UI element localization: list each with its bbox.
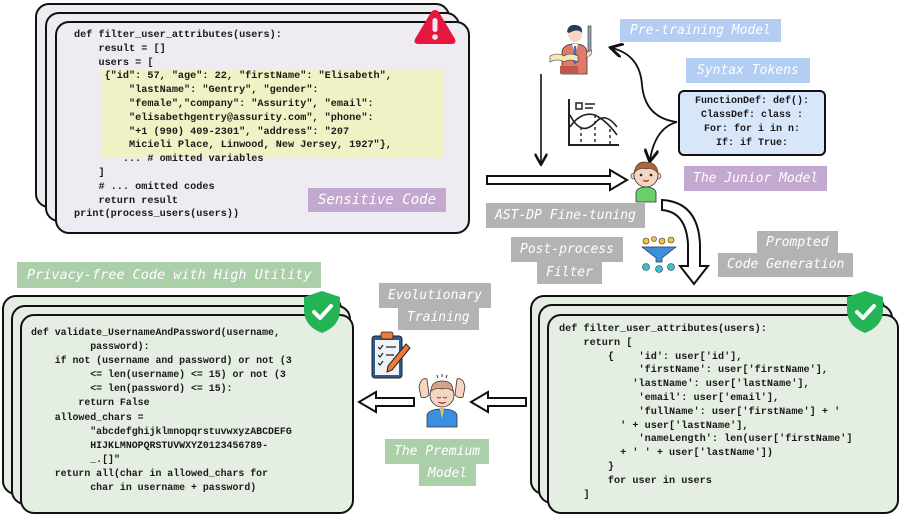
- evolutionary-label-line1: Evolutionary: [379, 283, 491, 308]
- code-line: char in username + password): [31, 482, 257, 494]
- strong-brain-icon: [418, 374, 466, 428]
- shield-check-icon: [847, 291, 883, 333]
- teacher-icon: [549, 24, 593, 75]
- shield-check-icon: [304, 291, 340, 333]
- code-line: return result: [74, 195, 178, 207]
- privacy-free-code: def validate_UsernameAndPassword(usernam…: [31, 326, 292, 495]
- syntax-token-line: FunctionDef: def():: [694, 96, 810, 107]
- line-chart-icon: [568, 99, 619, 146]
- arrow-premium-to-privacy-free: [357, 390, 415, 414]
- code-line: {"id": 57, "age": 22, "firstName": "Elis…: [74, 71, 392, 83]
- code-line: "elisabethgentry@assurity.com", "phone":: [74, 112, 374, 124]
- generated-code: def filter_user_attributes(users): retur…: [559, 323, 852, 502]
- syntax-token-line: For: for i in n:: [703, 124, 800, 135]
- code-line: "female","company": "Assurity", "email":: [74, 98, 374, 110]
- syntax-token-line: ClassDef: class :: [700, 110, 804, 121]
- code-line: # ... omitted codes: [74, 181, 215, 193]
- arrow-to-junior: [650, 121, 678, 160]
- code-line: "lastName": "Gentry", "gender":: [74, 85, 319, 97]
- code-line: }: [559, 461, 615, 473]
- code-line: def validate_UsernameAndPassword(usernam…: [31, 327, 280, 338]
- syntax-token-line: If: if True:: [715, 138, 788, 149]
- child-icon: [630, 161, 662, 203]
- code-line: + ' ' + user['lastName']): [559, 448, 773, 460]
- arrow-generation-to-premium: [469, 390, 527, 414]
- funnel-filter-icon: [640, 236, 678, 273]
- code-line: def filter_user_attributes(users):: [74, 30, 282, 41]
- code-line: return False: [31, 397, 150, 409]
- arrow-junior-to-generation: [661, 198, 711, 286]
- prompted-label-line2: Code Generation: [718, 253, 854, 277]
- code-line: ' + user['lastName'],: [559, 420, 749, 432]
- code-line: HIJKLMNOPQRSTUVWXYZ0123456789-: [31, 439, 269, 451]
- code-line: allowed_chars =: [31, 411, 144, 423]
- code-line: 'nameLength': len(user['firstName']: [559, 434, 853, 446]
- code-line: if not (username and password) or not (3: [31, 355, 292, 367]
- code-line: result = []: [74, 43, 166, 55]
- code-line: for user in users: [559, 475, 712, 487]
- privacy-free-code-card: [20, 314, 354, 514]
- code-line: "+1 (990) 409-2301", "address": "207: [74, 126, 350, 138]
- generated-code-card: [547, 314, 899, 514]
- arrow-to-pretraining: [612, 48, 678, 123]
- pii-highlight: [102, 70, 443, 157]
- warning-icon: [414, 10, 456, 44]
- post-process-label-line1: Post-process: [511, 237, 623, 262]
- premium-model-label-line1: The Premium: [385, 439, 490, 464]
- code-line: <= len(password) <= 15):: [31, 383, 233, 395]
- post-process-label-line2: Filter: [537, 261, 602, 284]
- code-line: print(process_users(users)): [74, 209, 240, 221]
- premium-model-label-line2: Model: [419, 462, 477, 486]
- code-line: return [: [559, 337, 633, 349]
- pretraining-model-label: Pre-training Model: [620, 19, 781, 42]
- ast-dp-finetuning-label: AST-DP Fine-tuning: [486, 203, 645, 228]
- code-line: Micieli Place, Linwood, New Jersey, 1927…: [74, 140, 392, 152]
- code-line: 'lastName': user['lastName'],: [559, 379, 810, 391]
- code-line: <= len(username) <= 15) or not (3: [31, 369, 286, 381]
- junior-model-label: The Junior Model: [684, 166, 828, 191]
- code-line: ]: [74, 167, 105, 179]
- evolutionary-label-line2: Training: [398, 306, 479, 330]
- code-line: 'firstName': user['firstName'],: [559, 365, 828, 377]
- clipboard-pencil-icon: [371, 331, 411, 379]
- prompted-label-line1: Prompted: [757, 231, 838, 255]
- privacy-free-label: Privacy-free Code with High Utility: [17, 262, 322, 288]
- code-line: ... # omitted variables: [74, 154, 264, 166]
- syntax-tokens-box: FunctionDef: def(): ClassDef: class : Fo…: [678, 90, 826, 156]
- code-line: 'email': user['email'],: [559, 392, 780, 404]
- code-line: return all(char in allowed_chars for: [31, 467, 269, 479]
- code-line: _.[]": [31, 453, 120, 465]
- code-line: password):: [31, 341, 150, 353]
- code-line: ]: [559, 489, 590, 501]
- syntax-tokens-label: Syntax Tokens: [686, 58, 810, 83]
- sensitive-code: def filter_user_attributes(users): resul…: [74, 29, 392, 222]
- code-line: "abcdefghijklmnopqrstuvwxyzABCDEFG: [31, 425, 292, 437]
- sensitive-code-label: Sensitive Code: [308, 188, 447, 212]
- arrow-sensitive-to-junior: [486, 168, 629, 192]
- code-line: def filter_user_attributes(users):: [559, 324, 767, 335]
- code-line: users = [: [74, 57, 154, 69]
- code-line: { 'id': user['id'],: [559, 351, 743, 363]
- code-line: 'fullName': user['firstName'] + ': [559, 406, 841, 418]
